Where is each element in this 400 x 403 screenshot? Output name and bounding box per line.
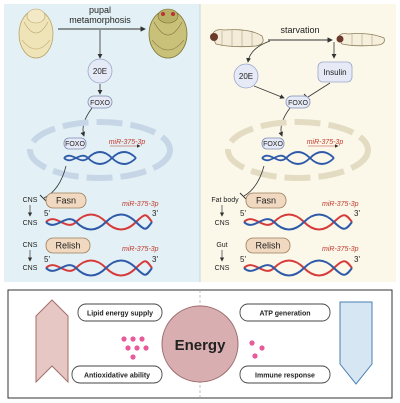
right-relish-5prime: 5' — [240, 255, 246, 264]
right-foxo-label: FOXO — [288, 100, 308, 107]
right-foxo-nuclear-protein — [261, 137, 285, 150]
foxo-label: FOXO — [90, 100, 110, 107]
right-relish-tissue-bottom: CNS — [215, 265, 230, 272]
right-fasn-tissue-bottom: CNS — [215, 220, 230, 227]
right-relish-gene-label: Relish — [255, 241, 280, 251]
nucleus-membrane — [27, 119, 173, 181]
left-fasn-3prime: 3' — [152, 209, 158, 218]
atp-generation-label: ATP generation — [259, 311, 310, 318]
left-fasn-tissue-top: CNS — [23, 197, 38, 204]
left-fasn-tissue-bottom: CNS — [23, 220, 38, 227]
left-relish-5prime: 5' — [44, 255, 50, 264]
pupal-label: pupal — [89, 5, 111, 15]
pupa-early-icon — [18, 8, 54, 59]
left-fasn-5prime: 5' — [44, 209, 50, 218]
right-hormone-20e-circle — [233, 63, 259, 89]
starvation-label: starvation — [280, 25, 319, 35]
antioxidative-box — [71, 365, 163, 384]
foxo-inhibit-bar — [39, 194, 47, 202]
left-relish-tissue-top: CNS — [23, 242, 38, 249]
right-nucleus-membrane — [225, 119, 371, 181]
pupa-late-icon — [148, 8, 188, 59]
right-foxo-protein — [285, 95, 311, 109]
left-fasn-gene-label: Fasn — [56, 196, 76, 206]
left-relish-tissue-bottom: CNS — [23, 265, 38, 272]
energy-circle — [161, 305, 239, 383]
energy-label: Energy — [175, 337, 227, 354]
increase-arrow-icon — [35, 299, 69, 384]
right-foxo-inhibit-line — [243, 165, 265, 197]
right-relish-block: Gut CNS Relish miR-375-3p 5' 3' — [215, 237, 360, 277]
immune-response-label: Immune response — [255, 373, 315, 380]
right-fasn-tissue-top: Fat body — [211, 197, 239, 204]
right-relish-tissue-top: Gut — [216, 242, 227, 249]
larva-starved-icon — [336, 33, 385, 47]
mirna-nuclear-label: miR-375-3p — [109, 139, 146, 146]
left-relish-mirna-label: miR-375-3p — [122, 246, 159, 253]
arrow-to-right-20e — [246, 40, 271, 63]
right-20e-to-foxo-arrow — [253, 85, 285, 99]
antioxidative-label: Antioxidative ability — [84, 373, 150, 380]
left-relish-gene-label: Relish — [55, 241, 80, 251]
right-fasn-3prime: 3' — [354, 209, 360, 218]
nuclear-dna-helix — [63, 151, 137, 165]
right-foxo-inhibit-bar — [239, 192, 247, 200]
insulin-label: Insulin — [323, 68, 346, 77]
right-fasn-block: Fat body CNS Fasn miR-375-3p 5' 3' — [211, 192, 360, 231]
right-foxo-nuclear-label: FOXO — [263, 141, 283, 148]
right-hormone-20e-label: 20E — [239, 72, 253, 81]
left-fasn-mirna-label: miR-375-3p — [122, 201, 159, 208]
hormone-20e-label: 20E — [93, 67, 107, 76]
left-relish-block: CNS CNS Relish miR-375-3p 5' 3' — [23, 237, 159, 277]
left-fasn-block: CNS CNS Fasn miR-375-3p 5' 3' — [23, 192, 159, 231]
right-fasn-gene-label: Fasn — [256, 196, 276, 206]
immune-response-box — [239, 365, 331, 384]
insulin-inhibit-line — [307, 82, 331, 98]
right-relish-3prime: 3' — [354, 255, 360, 264]
right-nuclear-dna-helix — [261, 151, 335, 165]
right-relish-mirna-label: miR-375-3p — [322, 246, 359, 253]
right-relish-gene-box — [245, 237, 291, 254]
hormone-20e-circle — [87, 58, 113, 84]
larva-fed-icon — [210, 29, 264, 48]
left-fasn-gene-box — [45, 192, 87, 209]
foxo-nuclear-label: FOXO — [65, 141, 85, 148]
right-mirna-nuclear-label: miR-375-3p — [307, 139, 344, 146]
molecule-dots-right — [249, 340, 265, 359]
foxo-protein — [87, 95, 113, 109]
left-relish-gene-box — [45, 237, 91, 254]
decrease-arrow-icon — [339, 301, 373, 385]
insulin-box — [317, 61, 353, 83]
lipid-energy-label: Lipid energy supply — [87, 311, 153, 318]
right-fasn-5prime: 5' — [240, 209, 246, 218]
left-relish-3prime: 3' — [152, 255, 158, 264]
lipid-energy-box — [77, 303, 163, 322]
right-fasn-gene-box — [245, 192, 287, 209]
atp-generation-box — [239, 303, 331, 322]
molecule-dots-left — [121, 336, 149, 360]
metamorphosis-label: metamorphosis — [69, 15, 131, 25]
right-fasn-mirna-label: miR-375-3p — [322, 201, 359, 208]
foxo-nuclear-protein — [63, 137, 87, 150]
